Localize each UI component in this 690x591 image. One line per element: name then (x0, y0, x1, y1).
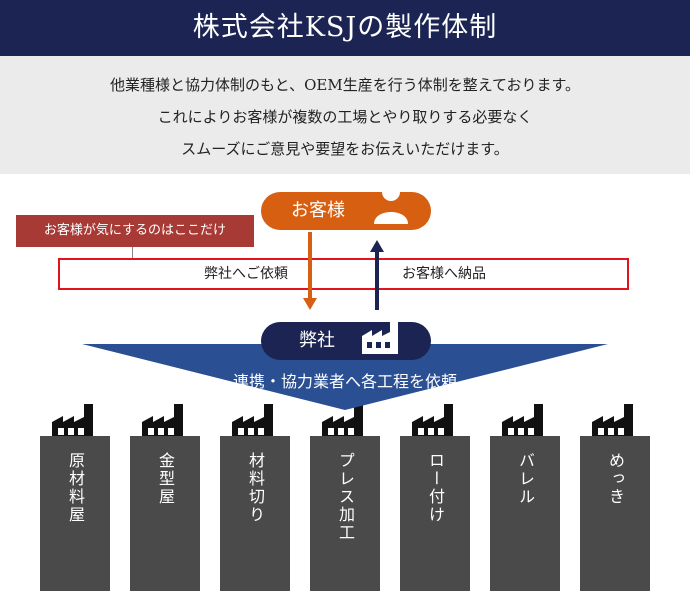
person-icon (374, 183, 408, 224)
factory-icon (412, 404, 453, 440)
page-title: 株式会社KSJの製作体制 (0, 0, 690, 56)
request-arrow-head (303, 298, 317, 310)
partner-label: 原材料屋 (66, 452, 85, 524)
factory-icon (232, 404, 273, 440)
intro-line-3: スムーズにご意見や要望をお伝えいただけます。 (181, 140, 509, 158)
factory-icon (322, 404, 363, 440)
partner-label: 金型屋 (156, 452, 175, 506)
callout-connector (132, 247, 133, 261)
partner-label: めっき (606, 452, 625, 506)
intro-line-2: これによりお客様が複数の工場とやり取りする必要なく (157, 108, 533, 126)
intro-line-1: 他業種様と協力体制のもと、OEM生産を行う体制を整えております。 (109, 76, 580, 94)
delivery-arrow-head (370, 240, 384, 252)
partner-label: バレル (516, 452, 535, 506)
callout-label: お客様が気にするのはここだけ (16, 215, 254, 247)
factory-icon (502, 404, 543, 440)
partner-label: プレス加工 (336, 452, 355, 542)
company-label: 弊社 (299, 330, 335, 351)
partner-column: バレル (490, 436, 560, 591)
partner-column: 原材料屋 (40, 436, 110, 591)
distribution-triangle (82, 344, 608, 410)
customer-label: お客様 (291, 200, 345, 221)
intro-section: 他業種様と協力体制のもと、OEM生産を行う体制を整えております。 これによりお客… (0, 56, 690, 174)
factory-icon (362, 320, 398, 354)
factory-icon (592, 404, 633, 440)
partner-label: 材料切り (246, 452, 265, 524)
customer-interaction-box: 弊社へご依頼 お客様へ納品 (58, 258, 629, 290)
partner-label: ロー付け (426, 452, 445, 524)
delivery-label: お客様へ納品 (402, 266, 486, 282)
partner-column: プレス加工 (310, 436, 380, 591)
factory-icon (52, 404, 93, 440)
partner-column: ロー付け (400, 436, 470, 591)
factory-icon (142, 404, 183, 440)
partner-column: 材料切り (220, 436, 290, 591)
request-label: 弊社へご依頼 (204, 266, 288, 282)
company-node: 弊社 (261, 322, 431, 360)
triangle-label: 連携・協力業者へ各工程を依頼 (232, 372, 457, 391)
partner-column: めっき (580, 436, 650, 591)
partner-column: 金型屋 (130, 436, 200, 591)
